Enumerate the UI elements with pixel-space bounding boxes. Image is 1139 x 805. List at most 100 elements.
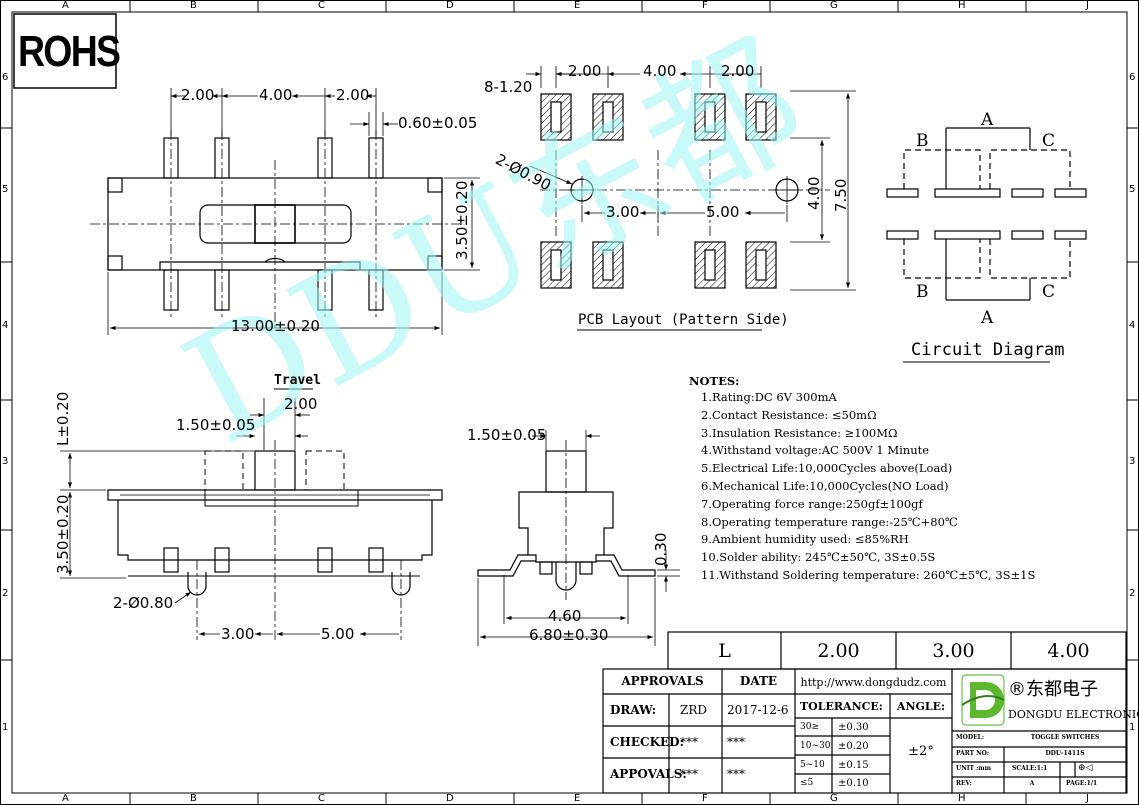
note-item: 11.Withstand Soldering temperature: 260℃…	[701, 567, 1036, 582]
pcb-layout-title: PCB Layout (Pattern Side)	[578, 312, 789, 328]
pcb-pad-hole	[602, 101, 614, 133]
page-label: PAGE:1/1	[1066, 780, 1098, 787]
side-pos-right: 5.00	[321, 625, 355, 643]
circuit-label-a-bottom: A	[981, 308, 994, 328]
approvals-header: APPROVALS	[621, 674, 704, 688]
pcb-row-pitch: 4.00	[805, 176, 823, 210]
approved-date: ***	[727, 767, 745, 781]
side-pos-left: 3.00	[221, 625, 255, 643]
l-table-header: L	[718, 640, 731, 662]
circuit-title: Circuit Diagram	[911, 340, 1065, 360]
tolerance-header: TOLERANCE:	[800, 700, 883, 713]
approved-name: ***	[680, 767, 698, 781]
top-pitch-right: 2.00	[336, 86, 370, 104]
frame-row-label: 1	[2, 722, 9, 733]
rev-value: A	[1029, 780, 1035, 787]
part-label: PART NO:	[956, 750, 990, 757]
circuit-label-b-top: B	[916, 131, 929, 151]
side-actuator-width: 1.50±0.05	[176, 416, 256, 434]
circuit-label-a-top: A	[981, 110, 994, 130]
frame-row-label: 5	[1129, 184, 1136, 195]
note-item: 2.Contact Resistance: ≤50mΩ	[701, 407, 877, 422]
tol-value: ±0.10	[838, 778, 869, 789]
tol-range: ≤5	[800, 778, 814, 788]
projection-symbol: ⊕◁	[1078, 763, 1093, 773]
company-name-en: DONGDU ELECTRONICS	[1008, 708, 1139, 721]
frame-row-label: 3	[2, 456, 9, 467]
frame-column-label: B	[190, 0, 197, 11]
frame-column-label: H	[958, 793, 966, 804]
top-pitch-left: 2.00	[181, 86, 215, 104]
date-header: DATE	[739, 674, 778, 688]
end-outer: 6.80±0.30	[529, 626, 609, 644]
top-pin-width: 0.60±0.05	[398, 114, 478, 132]
unit-label: UNIT :mm	[956, 765, 991, 772]
frame-column-label: C	[318, 0, 325, 11]
frame-column-label: E	[574, 793, 581, 804]
frame-column-label: G	[830, 793, 838, 804]
frame-column-label: J	[1086, 793, 1089, 804]
l-table-value: 3.00	[932, 640, 975, 662]
frame-column-label: J	[1086, 0, 1089, 11]
frame-column-label: H	[958, 0, 966, 11]
pcb-pitch-right: 2.00	[721, 62, 755, 80]
scale-label: SCALE:1:1	[1012, 765, 1048, 772]
circuit-diagram	[886, 127, 1087, 363]
rohs-box	[13, 13, 117, 89]
note-item: 6.Mechanical Life:10,000Cycles(NO Load)	[701, 478, 949, 493]
pcb-hole-right: 5.00	[706, 203, 740, 221]
frame-column-label: A	[62, 0, 69, 11]
side-actuator-height: L±0.20	[54, 391, 72, 446]
checked-name: ***	[680, 735, 698, 749]
pcb-pad-hole	[704, 249, 716, 281]
frame-column-label: G	[830, 0, 838, 11]
draw-date: 2017-12-6	[727, 703, 789, 717]
end-thickness: 0.30	[652, 532, 670, 566]
angle-value: ±2°	[908, 744, 934, 759]
pcb-overall: 7.50	[832, 178, 850, 212]
frame-column-label: E	[574, 0, 581, 11]
frame-row-label: 2	[2, 588, 9, 599]
draw-name: ZRD	[680, 703, 707, 717]
frame-column-label: D	[446, 0, 454, 11]
note-item: 5.Electrical Life:10,000Cycles above(Loa…	[701, 461, 953, 476]
rohs-label: ROHS	[18, 27, 121, 76]
end-actuator-width: 1.50±0.05	[467, 426, 547, 444]
circuit-label-c-top: C	[1042, 131, 1056, 151]
side-travel: 2.00	[284, 395, 318, 413]
frame-row-label: 6	[1129, 72, 1136, 83]
pcb-pitch-left: 2.00	[568, 62, 602, 80]
frame-row-label: 6	[2, 72, 9, 83]
frame-row-label: 4	[1129, 320, 1136, 331]
side-holes: 2-Ø0.80	[113, 594, 174, 612]
tol-value: ±0.20	[838, 741, 869, 752]
rev-label: REV:	[956, 780, 972, 787]
l-table-value: 4.00	[1047, 640, 1090, 662]
tol-range: 10~30	[800, 741, 831, 751]
title-block-lines	[602, 668, 1127, 794]
approved-label: APPOVALS:	[610, 767, 687, 781]
frame-column-label: C	[318, 793, 325, 804]
tol-range: 5~10	[800, 760, 825, 770]
model-value: TOGGLE SWITCHES	[1030, 734, 1100, 741]
circuit-label-b-bottom: B	[916, 282, 929, 302]
angle-header: ANGLE:	[896, 700, 946, 713]
frame-column-label: F	[702, 793, 708, 804]
top-length: 13.00±0.20	[231, 317, 320, 335]
checked-date: ***	[727, 735, 745, 749]
pcb-pad-hole	[550, 101, 562, 133]
dongdu-logo	[961, 674, 1005, 726]
note-item: 7.Operating force range:250gf±100gf	[701, 496, 923, 511]
checked-label: CHECKED:	[610, 735, 684, 749]
side-body-height: 3.50±0.20	[54, 494, 72, 574]
top-view	[90, 88, 480, 335]
frame-row-label: 5	[2, 184, 9, 195]
pcb-pad-hole	[755, 101, 767, 133]
pcb-pad-hole	[602, 249, 614, 281]
frame-row-label: 2	[1129, 588, 1136, 599]
company-name-cn: ®东都电子	[1008, 679, 1098, 700]
note-item: 10.Solder ability: 245℃±50℃, 3S±0.5S	[701, 550, 936, 565]
tol-value: ±0.15	[838, 760, 869, 771]
